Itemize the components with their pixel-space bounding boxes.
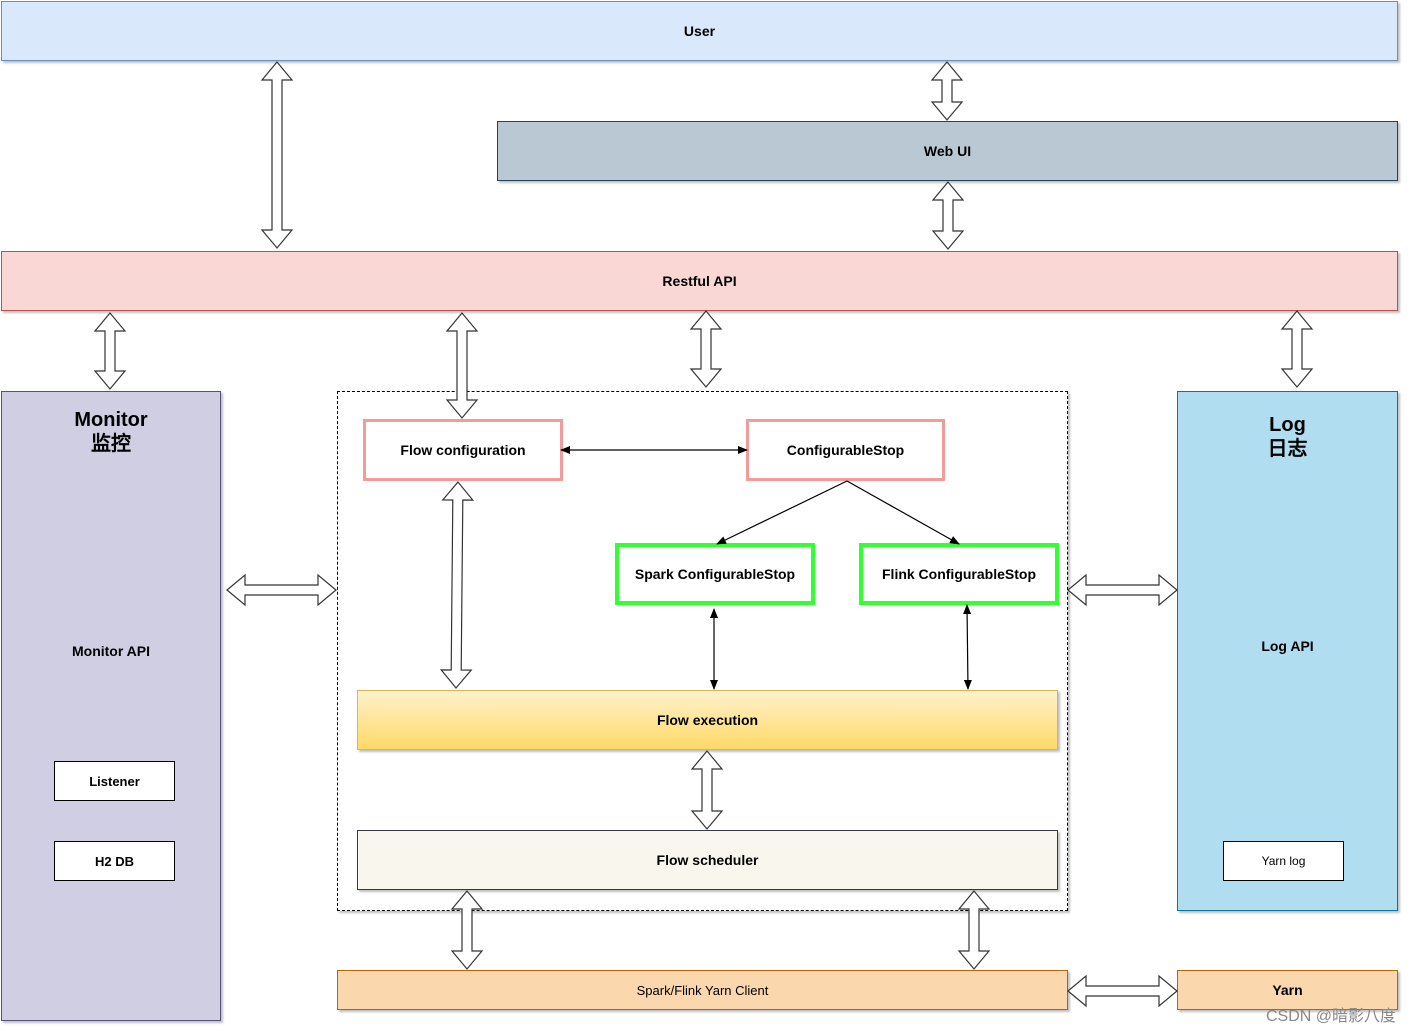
restful-monitor-arrow [93, 312, 127, 390]
yarn-log-node: Yarn log [1223, 841, 1344, 881]
log-title: Log [1269, 414, 1306, 436]
log-title-cn: 日志 [1267, 438, 1308, 460]
restful-core-arrow [689, 310, 723, 388]
h2-db-node: H2 DB [54, 841, 175, 881]
monitor-panel: Monitor 监控 Monitor API Listener H2 DB [1, 391, 221, 1021]
restful-api-node: Restful API [1, 251, 1398, 311]
restful-log-arrow [1280, 310, 1314, 388]
flink-configurable-stop-node: Flink ConfigurableStop [859, 543, 1059, 605]
user-node: User [1, 1, 1398, 61]
user-restful-arrow [260, 61, 294, 249]
monitor-api-label: Monitor API [71, 643, 151, 659]
log-panel: Log 日志 Log API Yarn log [1177, 391, 1398, 911]
configurable-stop-node: ConfigurableStop [746, 419, 945, 481]
core-log-arrow [1067, 573, 1178, 607]
yarnclient-yarn-arrow [1067, 974, 1178, 1008]
yarn-client-node: Spark/Flink Yarn Client [337, 970, 1068, 1010]
log-api-label: Log API [1261, 638, 1314, 654]
monitor-title: Monitor [74, 409, 148, 431]
listener-node: Listener [54, 761, 175, 801]
web-ui-node: Web UI [497, 121, 1398, 181]
flow-scheduler-node: Flow scheduler [357, 830, 1058, 890]
watermark-text: CSDN @暗影八度 [1265, 1008, 1396, 1025]
monitor-core-arrow [226, 573, 337, 607]
webui-restful-arrow [931, 181, 965, 250]
flow-configuration-node: Flow configuration [363, 419, 563, 481]
spark-configurable-stop-node: Spark ConfigurableStop [615, 543, 815, 605]
yarn-node: Yarn [1177, 970, 1398, 1010]
user-webui-arrow [930, 61, 964, 121]
monitor-title-cn: 监控 [91, 433, 131, 455]
flow-execution-node: Flow execution [357, 690, 1058, 750]
